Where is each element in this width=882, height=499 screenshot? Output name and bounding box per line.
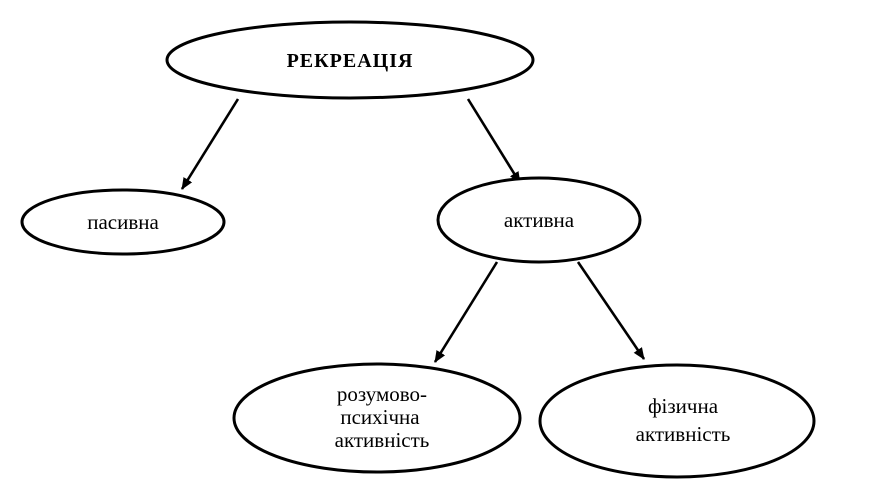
node-passive: пасивна <box>20 188 226 256</box>
node-recreation-ellipse <box>165 20 535 100</box>
node-active: активна <box>436 176 642 264</box>
node-physical-activity-label-line-1: фізична <box>648 394 719 418</box>
node-mental-activity-ellipse <box>232 362 522 474</box>
node-passive-ellipse <box>20 188 226 256</box>
edge-root-to-active <box>466 98 522 184</box>
node-active-label: активна <box>504 208 575 232</box>
node-physical-activity: фізична активність <box>538 363 816 479</box>
edge-active-to-physical <box>576 261 646 360</box>
node-recreation-label: РЕКРЕАЦІЯ <box>287 50 414 72</box>
node-passive-label: пасивна <box>87 210 159 234</box>
node-mental-activity-label-line-2: психічна <box>340 405 420 429</box>
node-mental-activity-label-line-3: активність <box>335 428 430 452</box>
node-physical-activity-label-line-2: активність <box>636 422 731 446</box>
edge-root-to-passive <box>180 98 240 190</box>
node-active-ellipse <box>436 176 642 264</box>
node-recreation: РЕКРЕАЦІЯ <box>165 20 535 100</box>
node-physical-activity-ellipse <box>538 363 816 479</box>
node-mental-activity-label-line-1: розумово- <box>337 382 427 406</box>
node-mental-activity: розумово- психічна активність <box>232 362 522 474</box>
edge-active-to-mental <box>433 261 499 363</box>
